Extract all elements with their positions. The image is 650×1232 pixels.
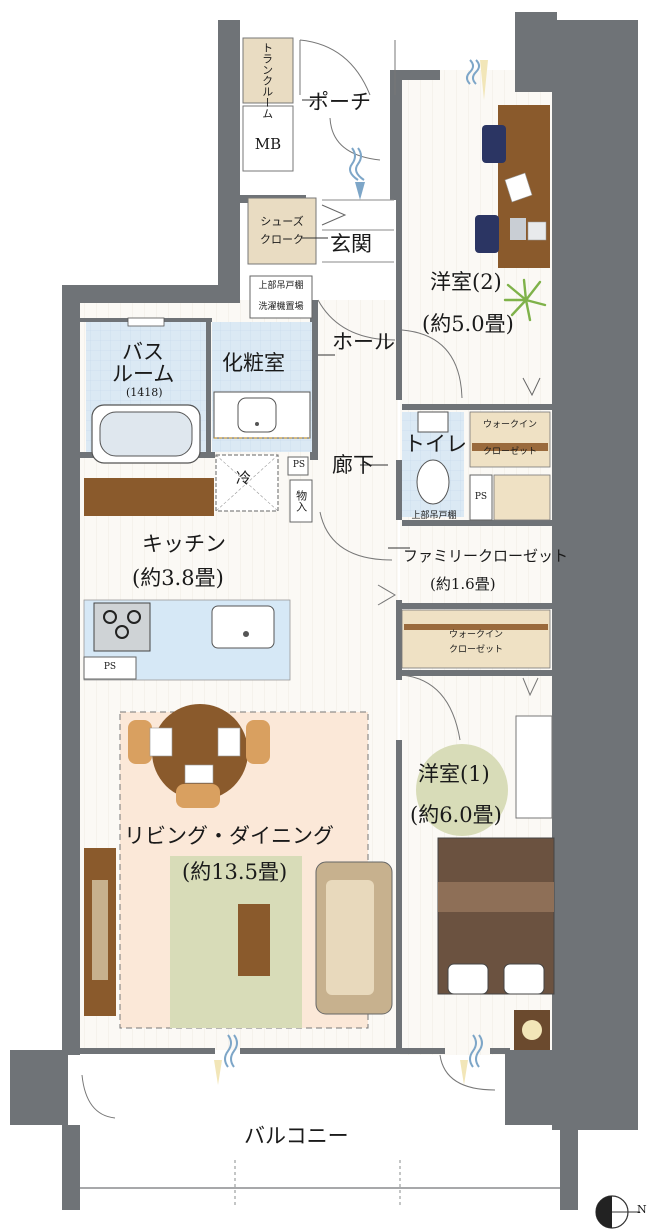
toilet-icon <box>416 411 450 505</box>
corridor-label: 廊下 <box>332 453 374 477</box>
mb-label: MB <box>254 135 282 153</box>
vanity-label: 化粧室 <box>222 351 285 375</box>
kitchen-size: (約3.8畳) <box>132 566 224 590</box>
sink-icon <box>211 605 275 649</box>
plant-icon <box>503 278 547 322</box>
fridge-area <box>215 454 313 523</box>
living-dining-name: リビング・ダイニング <box>124 824 334 848</box>
western-room-1-size: (約6.0畳) <box>410 803 502 827</box>
balcony-label: バルコニー <box>244 1124 349 1148</box>
wic-top-label-1: ウォークイン <box>482 420 537 430</box>
western-room-1-furniture <box>416 715 555 1050</box>
hall-label: ホール <box>332 330 395 354</box>
bathroom <box>86 317 206 464</box>
ps-label-2: PS <box>474 492 488 502</box>
north-label: N <box>637 1203 647 1216</box>
western-room-2-name: 洋室(2) <box>430 270 502 294</box>
shoes-cloak-label-1: シューズ <box>260 215 304 228</box>
wic-top-shelves <box>469 411 551 468</box>
living-area <box>84 704 393 1029</box>
entrance-label: 玄関 <box>330 232 372 256</box>
upper-cabinet-label-b: 上部吊戸棚 <box>411 511 457 521</box>
leader-lines <box>302 99 410 549</box>
storage-label: 物入 <box>294 490 308 512</box>
kitchen <box>83 478 291 681</box>
western-room-2-size: (約5.0畳) <box>422 312 514 336</box>
walls <box>10 12 638 1210</box>
upper-cabinet-label-a: 上部吊戸棚 <box>258 281 304 291</box>
compass-north-icon <box>595 1195 640 1229</box>
western-room-1-name: 洋室(1) <box>418 762 490 786</box>
toilet-label: トイレ <box>404 432 467 456</box>
window-breeze-icon <box>214 59 488 1085</box>
living-dining-size: (約13.5畳) <box>182 860 288 884</box>
sink-icon <box>237 397 277 433</box>
desk-room2 <box>475 105 550 268</box>
entrance-storage <box>242 37 396 265</box>
porch-label: ポーチ <box>308 90 371 114</box>
shoes-cloak-label-2: クローク <box>260 233 304 246</box>
stove-icon <box>93 602 151 652</box>
wic-mid-label-1: ウォークイン <box>448 630 503 640</box>
family-closet-size: (約1.6畳) <box>430 575 496 593</box>
ps-label-1: PS <box>292 460 306 470</box>
toilet-room <box>402 411 551 521</box>
kitchen-name: キッチン <box>142 532 226 556</box>
vanity <box>212 322 312 452</box>
fridge-label: 冷 <box>236 469 252 487</box>
family-closet-name: ファミリークローゼット <box>403 547 569 565</box>
bathroom-label-2: ルーム <box>112 362 175 386</box>
bathroom-label-1: バス <box>122 340 164 364</box>
wic-mid-shelves <box>401 609 551 669</box>
trunk-room-label: トランクルーム <box>260 42 274 119</box>
ps-label-3: PS <box>103 662 117 672</box>
laundry-label: 洗濯機置場 <box>258 302 304 312</box>
bathroom-size-label: (1418) <box>126 386 163 399</box>
wic-mid-label-2: クローゼット <box>448 645 503 655</box>
wic-top-label-2: クローゼット <box>482 447 537 457</box>
bathtub-icon <box>99 411 193 457</box>
